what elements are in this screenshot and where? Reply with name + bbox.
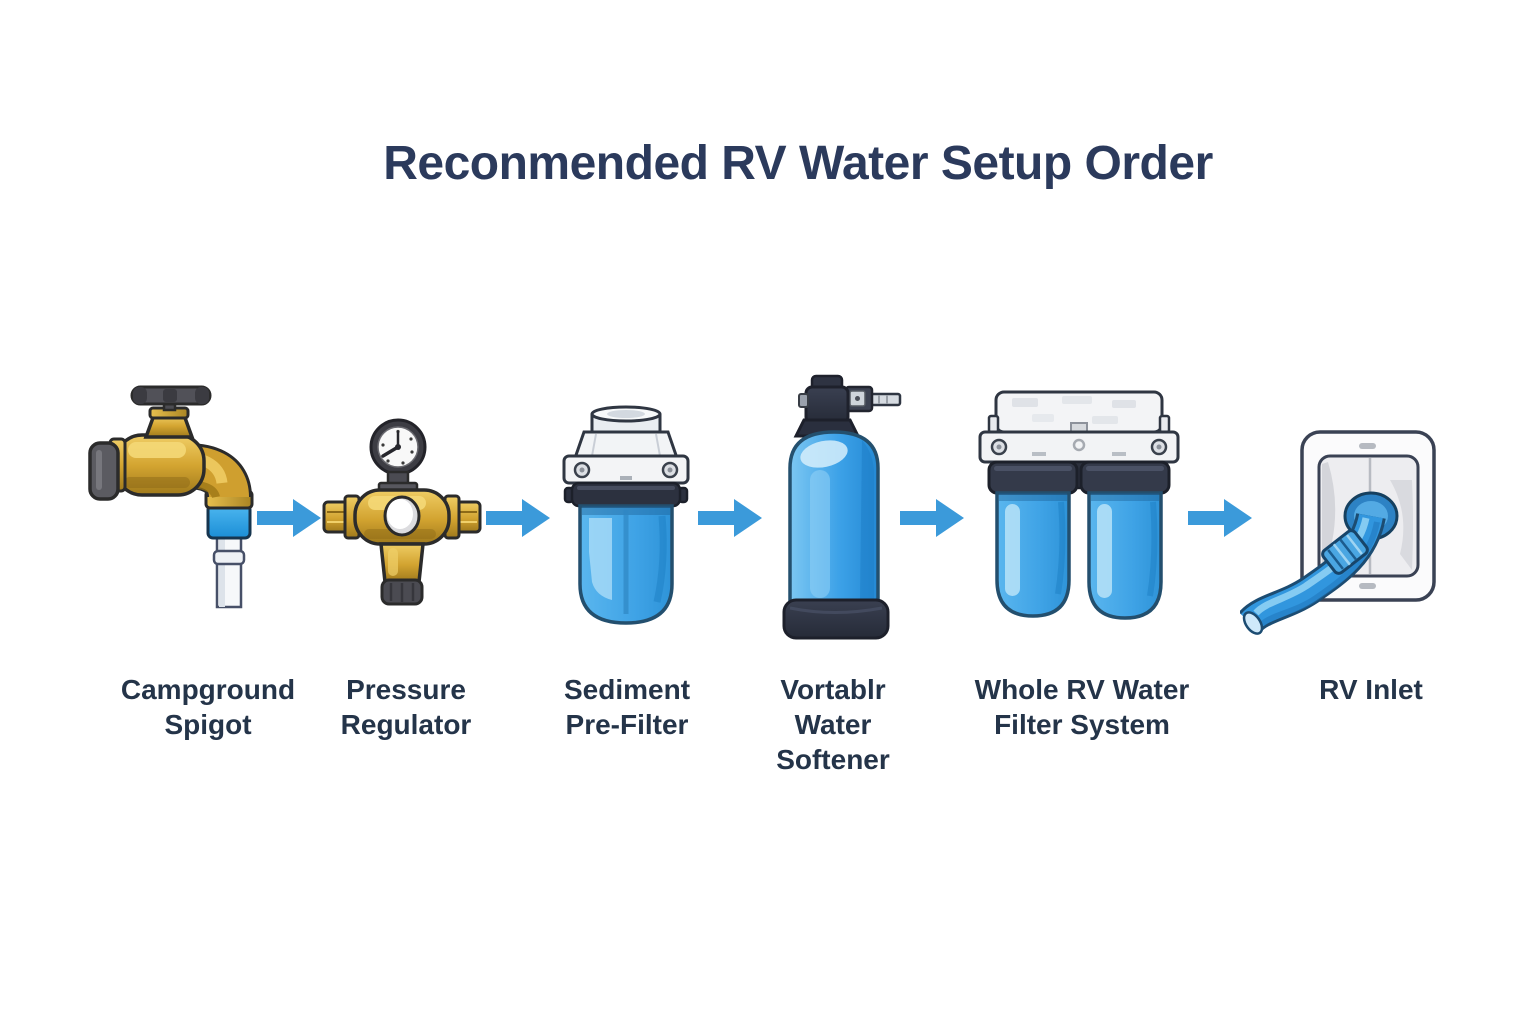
step-rv-inlet xyxy=(1240,422,1440,637)
step-label-sediment-pre-filter: Sediment Pre-Filter xyxy=(563,674,691,740)
step-sediment-pre-filter xyxy=(556,402,696,630)
step-campground-spigot xyxy=(88,385,258,610)
rv-inlet-icon xyxy=(1240,430,1436,635)
flow-arrow-icon xyxy=(257,496,323,540)
page-title: Reconmended RV Water Setup Order xyxy=(383,137,1213,190)
flow-arrow-icon xyxy=(1188,496,1254,540)
whole-rv-water-filter-icon xyxy=(978,390,1180,620)
pressure-regulator-icon xyxy=(322,418,482,606)
step-pressure-regulator xyxy=(322,418,482,606)
flow-arrow-icon xyxy=(486,496,552,540)
step-label-whole-rv-water-filter: Whole RV Water Filter System xyxy=(974,674,1190,740)
step-label-rv-inlet: RV Inlet xyxy=(1319,674,1423,705)
step-label-water-softener: Vortablr Water Softener xyxy=(776,674,890,775)
step-label-pressure-regulator: Pressure Regulator xyxy=(340,674,472,740)
water-softener-icon xyxy=(782,374,902,640)
campground-spigot-icon xyxy=(88,385,254,609)
step-water-softener xyxy=(782,374,912,642)
step-whole-rv-water-filter xyxy=(972,390,1184,630)
flow-arrow-icon xyxy=(900,496,966,540)
sediment-pre-filter-icon xyxy=(562,405,690,625)
step-label-campground-spigot: Campground Spigot xyxy=(120,674,296,740)
flow-arrow-icon xyxy=(698,496,764,540)
